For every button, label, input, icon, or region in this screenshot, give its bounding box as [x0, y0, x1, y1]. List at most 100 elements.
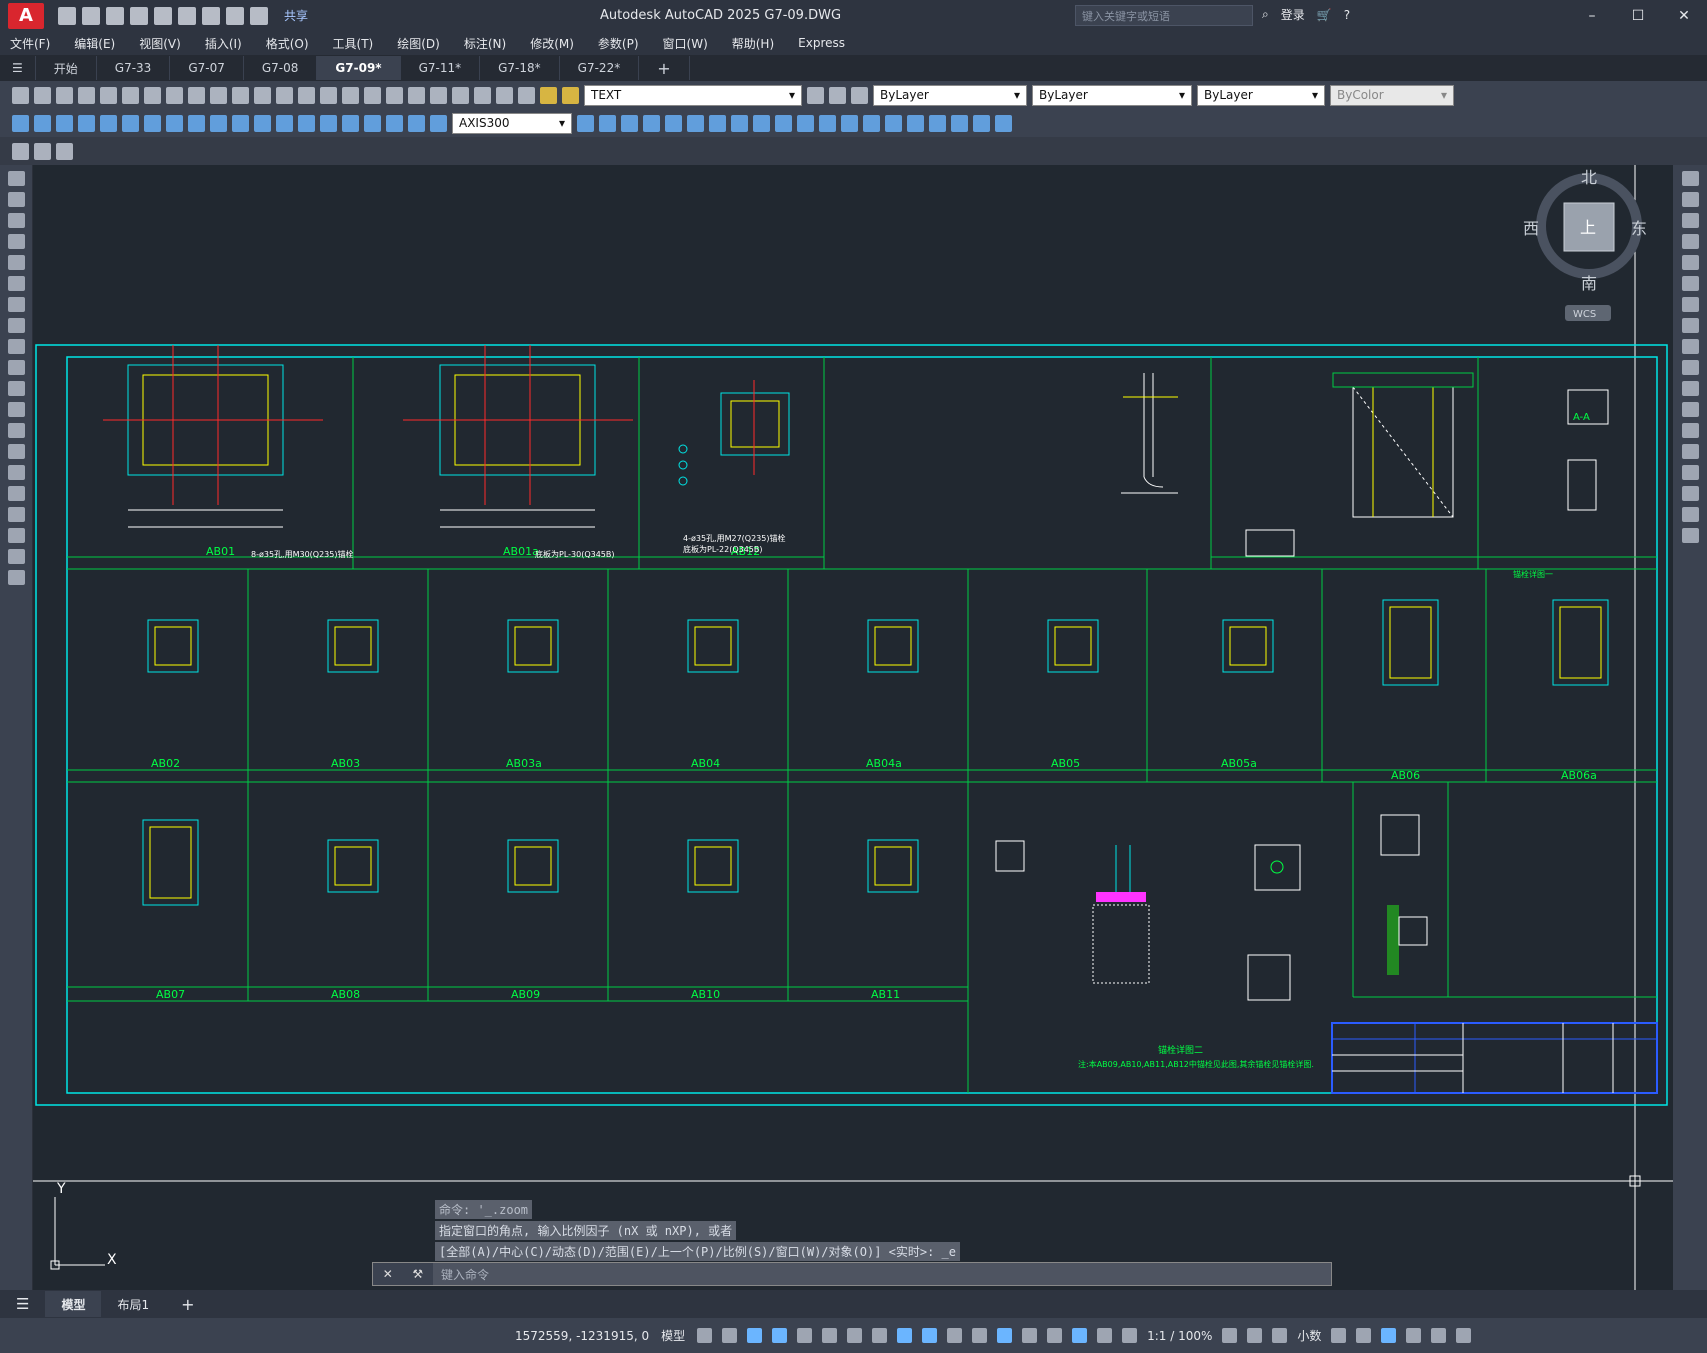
plot-icon[interactable] [78, 86, 95, 104]
chamfer-icon[interactable] [1681, 465, 1699, 480]
base-plate-ab01[interactable] [103, 345, 323, 528]
graphics-performance-icon[interactable] [1406, 1328, 1422, 1343]
radius-dim-icon[interactable] [100, 114, 117, 132]
anchor-detail-2[interactable] [995, 840, 1301, 1001]
draw-order-icon[interactable] [12, 142, 29, 160]
ucs-prev-icon[interactable] [929, 114, 946, 132]
stretch-icon[interactable] [1681, 339, 1699, 354]
fillet-icon[interactable] [1681, 486, 1699, 501]
arc-icon[interactable] [7, 276, 25, 291]
polyline-icon[interactable] [7, 213, 25, 228]
sun-icon[interactable] [562, 86, 579, 104]
compass-east[interactable]: 东 [1631, 219, 1647, 238]
tab-layout1[interactable]: 布局1 [117, 1297, 150, 1312]
menu-modify[interactable]: 修改(M) [530, 36, 574, 51]
compass-north[interactable]: 北 [1581, 168, 1597, 187]
menu-draw[interactable]: 绘图(D) [397, 36, 440, 51]
ucs-view-icon[interactable] [995, 114, 1012, 132]
jogged-linear-icon[interactable] [364, 114, 381, 132]
dim-text-edit-icon[interactable] [408, 114, 425, 132]
gizmo-icon[interactable] [1072, 1328, 1088, 1343]
trim-icon[interactable] [1681, 360, 1699, 375]
open-web-icon[interactable] [154, 6, 172, 25]
menu-format[interactable]: 格式(O) [265, 36, 309, 51]
pan-icon[interactable] [320, 86, 337, 104]
view-back-icon[interactable] [709, 114, 726, 132]
annotation-scale[interactable]: 1:1 / 100% [1147, 1328, 1213, 1343]
cart-icon[interactable]: 🛒 [1316, 7, 1332, 22]
pdf-icon[interactable] [144, 86, 161, 104]
tab-g7-08[interactable]: G7-08 [244, 56, 318, 80]
compass-west[interactable]: 西 [1523, 219, 1539, 238]
ortho-icon[interactable] [797, 1328, 813, 1343]
tab-model[interactable]: 模型 [45, 1291, 102, 1317]
dim-break-icon[interactable] [276, 114, 293, 132]
calculator-icon[interactable] [474, 86, 491, 104]
help-icon[interactable] [496, 86, 513, 104]
copy-icon[interactable] [188, 86, 205, 104]
explode-icon[interactable] [1681, 528, 1699, 543]
move-icon[interactable] [1681, 276, 1699, 291]
view-sw-icon[interactable] [731, 114, 748, 132]
construction-line-icon[interactable] [7, 192, 25, 207]
maximize-icon[interactable]: ☐ [1631, 7, 1645, 24]
help-icon[interactable]: ? [1343, 7, 1351, 22]
compass-south[interactable]: 南 [1581, 274, 1597, 293]
block-icon[interactable] [254, 86, 271, 104]
add-layout-button[interactable]: + [181, 1294, 195, 1314]
search-icon[interactable]: ⌕ [1262, 7, 1269, 21]
minimize-icon[interactable]: – [1588, 7, 1596, 24]
menu-window[interactable]: 窗口(W) [662, 36, 708, 51]
tab-g7-33[interactable]: G7-33 [97, 56, 171, 80]
selection-filter-icon[interactable] [1047, 1328, 1063, 1343]
selection-cycle-icon[interactable] [972, 1328, 988, 1343]
polar-icon[interactable] [822, 1328, 838, 1343]
table-icon[interactable] [7, 528, 25, 543]
save-as-icon[interactable] [130, 6, 148, 25]
match-icon[interactable] [232, 86, 249, 104]
view-left-icon[interactable] [643, 114, 660, 132]
plus-icon[interactable] [1247, 1328, 1263, 1343]
grid-icon[interactable] [697, 1328, 713, 1343]
clean-screen-icon[interactable] [1431, 1328, 1447, 1343]
infer-icon[interactable] [747, 1328, 763, 1343]
wcs-menu[interactable] [1565, 305, 1611, 321]
arc-dim-icon[interactable] [56, 114, 73, 132]
coordinate-readout[interactable]: 1572559, -1231915, 0 [515, 1328, 650, 1343]
bring-front-icon[interactable] [34, 142, 51, 160]
multiline-text-icon[interactable] [7, 549, 25, 564]
lock-ui-icon[interactable] [1356, 1328, 1372, 1343]
layer-manager-icon[interactable] [518, 86, 535, 104]
inspect-icon[interactable] [342, 114, 359, 132]
layout-menu-icon[interactable]: ☰ [16, 1295, 30, 1313]
menu-parametric[interactable]: 参数(P) [597, 36, 639, 51]
model-space-toggle[interactable]: 模型 [661, 1329, 686, 1343]
bulb-icon[interactable] [540, 86, 557, 104]
menu-dimension[interactable]: 标注(N) [463, 36, 507, 51]
small-plates-row2[interactable] [147, 599, 1609, 686]
dynamic-input-icon[interactable] [772, 1328, 788, 1343]
jogged-dim-icon[interactable] [122, 114, 139, 132]
dim-space-icon[interactable] [254, 114, 271, 132]
gear-icon[interactable] [1222, 1328, 1238, 1343]
new-icon[interactable] [12, 86, 29, 104]
view-bottom-icon[interactable] [621, 114, 638, 132]
quick-dim-icon[interactable] [188, 114, 205, 132]
layer-color-dropdown[interactable]: ByLayer▾ [873, 84, 1027, 106]
center-mark-icon[interactable] [320, 114, 337, 132]
tab-g7-18[interactable]: G7-18* [480, 56, 560, 80]
hamburger-icon[interactable]: ☰ [0, 56, 36, 80]
publish-icon[interactable] [122, 86, 139, 104]
shade-icon[interactable] [841, 114, 858, 132]
ucs-object-icon[interactable] [973, 114, 990, 132]
login-button[interactable]: 登录 [1280, 8, 1305, 22]
render-icon[interactable] [863, 114, 880, 132]
dim-edit-icon[interactable] [386, 114, 403, 132]
osnap-icon[interactable] [897, 1328, 913, 1343]
plot-icon[interactable] [202, 6, 220, 25]
design-center-icon[interactable] [408, 86, 425, 104]
open-file-icon[interactable] [82, 6, 100, 25]
view-ne-icon[interactable] [775, 114, 792, 132]
aligned-dim-icon[interactable] [34, 114, 51, 132]
array-icon[interactable] [1681, 255, 1699, 270]
